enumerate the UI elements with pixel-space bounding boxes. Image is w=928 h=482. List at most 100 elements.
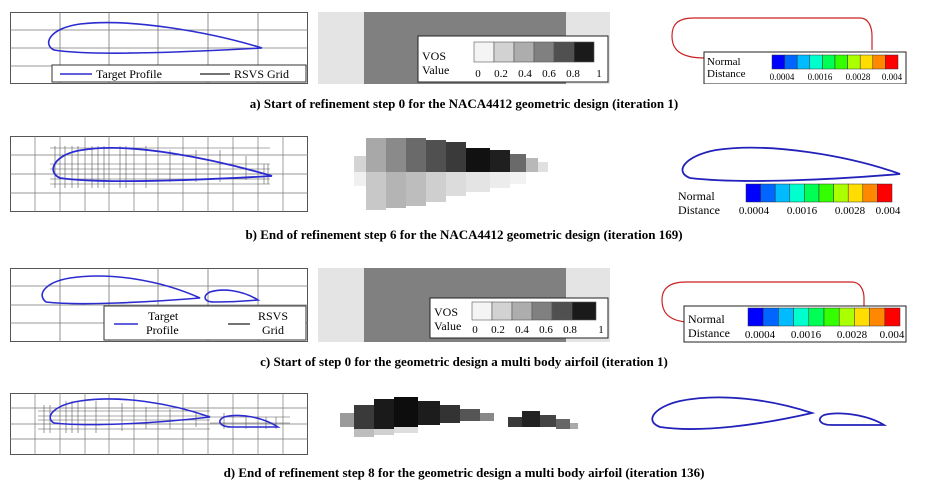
colorbar-cell (838, 307, 855, 327)
vos-field-d (340, 397, 578, 437)
colorbar-cell (869, 307, 886, 327)
svg-text:Normal: Normal (688, 312, 725, 326)
caption-b: b) End of refinement step 6 for the NACA… (245, 227, 683, 242)
svg-text:Normal: Normal (707, 56, 741, 68)
legend-box-a (51, 64, 307, 83)
colorbar-cell (885, 54, 899, 70)
svg-text:0.004: 0.004 (880, 329, 905, 341)
svg-text:0.0028: 0.0028 (846, 72, 871, 82)
svg-text:0.8: 0.8 (563, 324, 577, 336)
colorbar-cell (760, 183, 776, 203)
airfoil-main-c (41, 275, 201, 305)
svg-text:RSVS: RSVS (258, 309, 288, 323)
airfoil-profile-a (47, 21, 263, 54)
colorbar-cell (847, 183, 864, 203)
colorbar-cell (847, 54, 861, 70)
svg-text:0.6: 0.6 (542, 68, 556, 80)
svg-text:Value: Value (434, 319, 461, 333)
colorbar-cell (778, 307, 794, 327)
caption-c: c) Start of step 0 for the geometric des… (260, 354, 668, 369)
colorbar-cell (872, 54, 886, 70)
colorbar-cell (833, 183, 849, 203)
vos-panel-a: VOS Value 0 0.2 0.4 0.6 0.8 1 (318, 12, 610, 84)
svg-text:Profile: Profile (146, 323, 179, 337)
colorbar-cell (745, 183, 761, 203)
airfoil-profile-b (52, 147, 273, 182)
svg-text:Normal: Normal (678, 189, 715, 203)
colorbar-cell (834, 54, 848, 70)
colorbar-cell (808, 307, 825, 327)
colorbar-cell (789, 183, 805, 203)
colorbar-cell (859, 54, 874, 70)
outline-a (671, 17, 873, 59)
colorbar-cell (809, 54, 823, 70)
svg-text:0.004: 0.004 (882, 72, 903, 82)
airfoil-flap-d (219, 414, 281, 428)
airfoil-main-d-nd (651, 396, 816, 430)
svg-text:1: 1 (598, 324, 604, 336)
svg-text:Distance: Distance (678, 203, 720, 217)
nd-panel-c: Normal Distance 0.0004 0.0016 0.0028 0.0… (661, 281, 907, 343)
vos-colorbar-c (471, 301, 597, 321)
svg-text:0.0004: 0.0004 (739, 205, 770, 217)
svg-text:Target: Target (148, 309, 179, 323)
svg-text:0.0016: 0.0016 (791, 329, 822, 341)
outline-c (661, 281, 865, 323)
svg-text:0.6: 0.6 (539, 324, 553, 336)
colorbar-cell (784, 54, 798, 70)
svg-text:Grid: Grid (262, 323, 284, 337)
airfoil-profile-b-nd (681, 146, 901, 182)
nd-colorbar-b (745, 183, 893, 203)
svg-text:0.004: 0.004 (876, 205, 901, 217)
svg-text:0.0028: 0.0028 (835, 205, 866, 217)
colorbar-cell (747, 307, 764, 327)
svg-text:VOS: VOS (422, 49, 446, 63)
colorbar-cell (804, 183, 820, 203)
grid-panel-c: Target Profile RSVS Grid (10, 268, 308, 342)
vos-field-b (354, 138, 548, 210)
colorbar-cell (823, 307, 840, 327)
svg-text:0.0028: 0.0028 (837, 329, 868, 341)
grid-panel-a: Target Profile RSVS Grid (10, 12, 308, 84)
svg-text:0.0016: 0.0016 (787, 205, 818, 217)
grid-panel-b (10, 136, 308, 212)
vos-panel-d (340, 397, 578, 437)
airfoil-flap-c (204, 289, 261, 303)
nd-colorbar-c (747, 307, 901, 327)
legend-grid-label: RSVS Grid (234, 67, 289, 81)
colorbar-cell (796, 54, 811, 70)
svg-text:1: 1 (596, 68, 602, 80)
colorbar-cell (774, 183, 791, 203)
svg-text:Distance: Distance (688, 326, 730, 340)
vos-panel-c: VOS Value 0 0.2 0.4 0.6 0.8 1 (318, 268, 610, 342)
colorbar-cell (771, 54, 785, 70)
nd-panel-d (651, 396, 888, 430)
grid-panel-d (10, 393, 308, 455)
svg-text:0.4: 0.4 (515, 324, 529, 336)
nd-colorbar-a (771, 54, 899, 70)
legend-target-label: Target Profile (96, 67, 162, 81)
legend-box-c (103, 305, 307, 341)
colorbar-cell (877, 183, 893, 203)
svg-text:VOS: VOS (434, 305, 458, 319)
svg-text:0.0004: 0.0004 (770, 72, 795, 82)
svg-text:0.0016: 0.0016 (808, 72, 833, 82)
svg-text:0.2: 0.2 (491, 324, 505, 336)
colorbar-cell (762, 307, 779, 327)
svg-text:0.8: 0.8 (566, 68, 580, 80)
colorbar-cell (793, 307, 810, 327)
svg-text:Value: Value (422, 63, 449, 77)
svg-text:0: 0 (472, 324, 478, 336)
svg-text:0: 0 (475, 68, 481, 80)
colorbar-cell (884, 307, 901, 327)
colorbar-cell (818, 183, 834, 203)
airfoil-flap-d-nd (818, 412, 888, 426)
svg-text:0.4: 0.4 (518, 68, 532, 80)
svg-text:0.0004: 0.0004 (745, 329, 776, 341)
svg-text:0.2: 0.2 (494, 68, 508, 80)
vos-colorbar-a (473, 41, 595, 63)
caption-a: a) Start of refinement step 0 for the NA… (249, 96, 679, 111)
vos-panel-b (354, 138, 548, 210)
colorbar-cell (862, 183, 878, 203)
svg-text:Distance: Distance (707, 68, 746, 80)
